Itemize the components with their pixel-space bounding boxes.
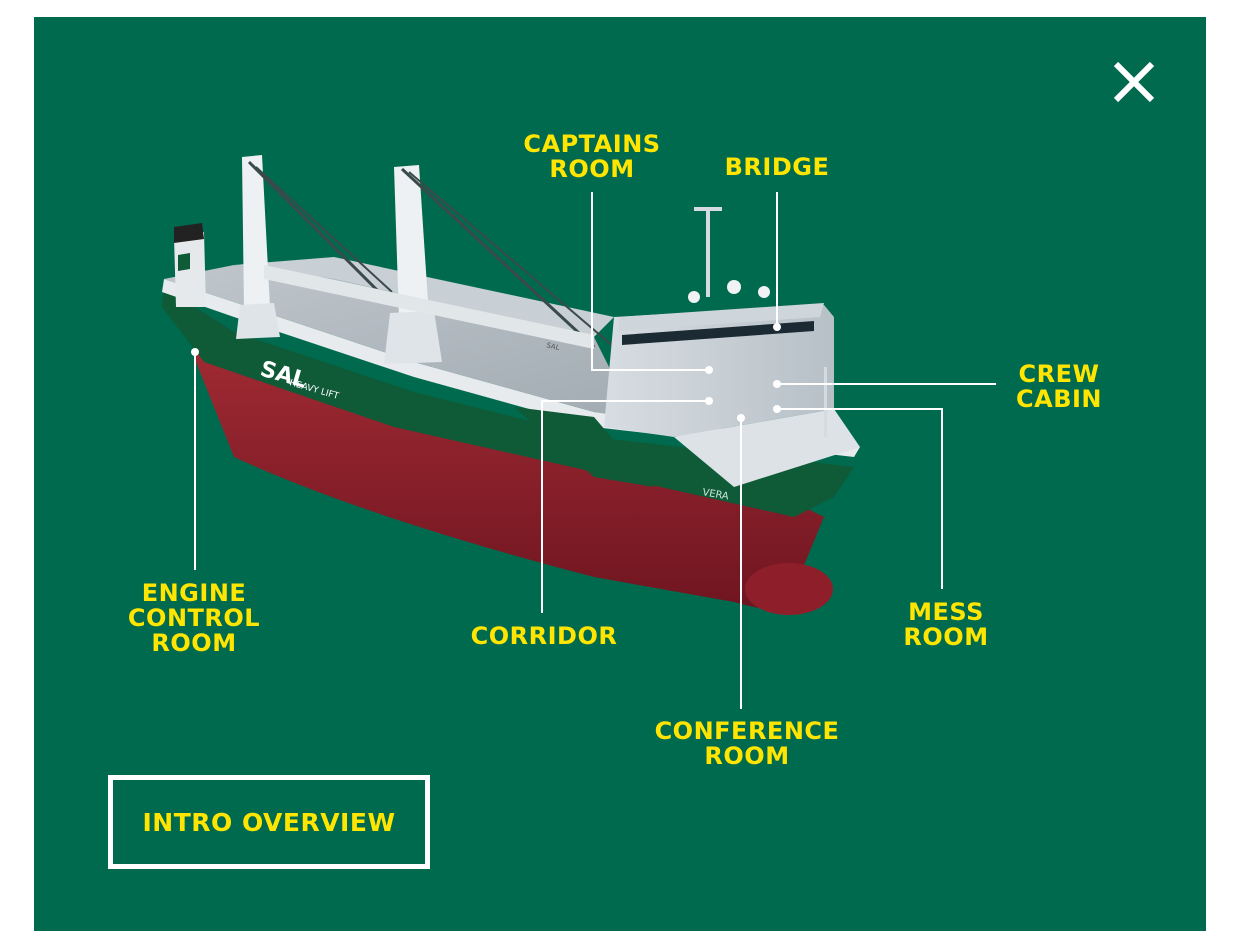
label-engine-control-room[interactable]: ENGINE CONTROL ROOM xyxy=(114,581,274,656)
label-conference-room-line1: CONFERENCE xyxy=(654,717,840,745)
intro-overview-label: INTRO OVERVIEW xyxy=(142,807,396,837)
label-captains-room-line1: CAPTAINS xyxy=(523,130,661,158)
label-bridge[interactable]: BRIDGE xyxy=(708,155,846,180)
hotspot-dots xyxy=(191,323,781,422)
leader-lines xyxy=(194,192,996,709)
label-mess-room[interactable]: MESS ROOM xyxy=(886,600,1006,650)
label-crew-cabin-line2: CABIN xyxy=(1016,385,1102,413)
ship-name-text: VERA xyxy=(701,487,729,502)
label-engine-control-room-line1: ENGINE xyxy=(141,579,247,607)
label-bridge-line1: BRIDGE xyxy=(724,153,830,181)
label-crew-cabin-line1: CREW xyxy=(1018,360,1100,388)
label-crew-cabin[interactable]: CREW CABIN xyxy=(1000,362,1118,412)
label-mess-room-line1: MESS xyxy=(908,598,984,626)
label-mess-room-line2: ROOM xyxy=(903,623,989,651)
label-conference-room[interactable]: CONFERENCE ROOM xyxy=(634,719,860,769)
intro-overview-button[interactable]: INTRO OVERVIEW xyxy=(108,775,430,869)
label-engine-control-room-line3: ROOM xyxy=(151,629,237,657)
ship-illustration: SAL HEAVY LIFT VERA SAL xyxy=(162,155,996,709)
label-captains-room[interactable]: CAPTAINS ROOM xyxy=(510,132,674,182)
label-corridor[interactable]: CORRIDOR xyxy=(454,624,634,649)
label-corridor-line1: CORRIDOR xyxy=(470,622,618,650)
crane-marking-text: SAL xyxy=(546,341,561,352)
close-icon[interactable] xyxy=(1111,59,1157,105)
label-engine-control-room-line2: CONTROL xyxy=(127,604,261,632)
label-captains-room-line2: ROOM xyxy=(549,155,635,183)
ship-overview-panel: SAL HEAVY LIFT VERA SAL CAPTAI xyxy=(34,17,1206,931)
label-conference-room-line2: ROOM xyxy=(704,742,790,770)
